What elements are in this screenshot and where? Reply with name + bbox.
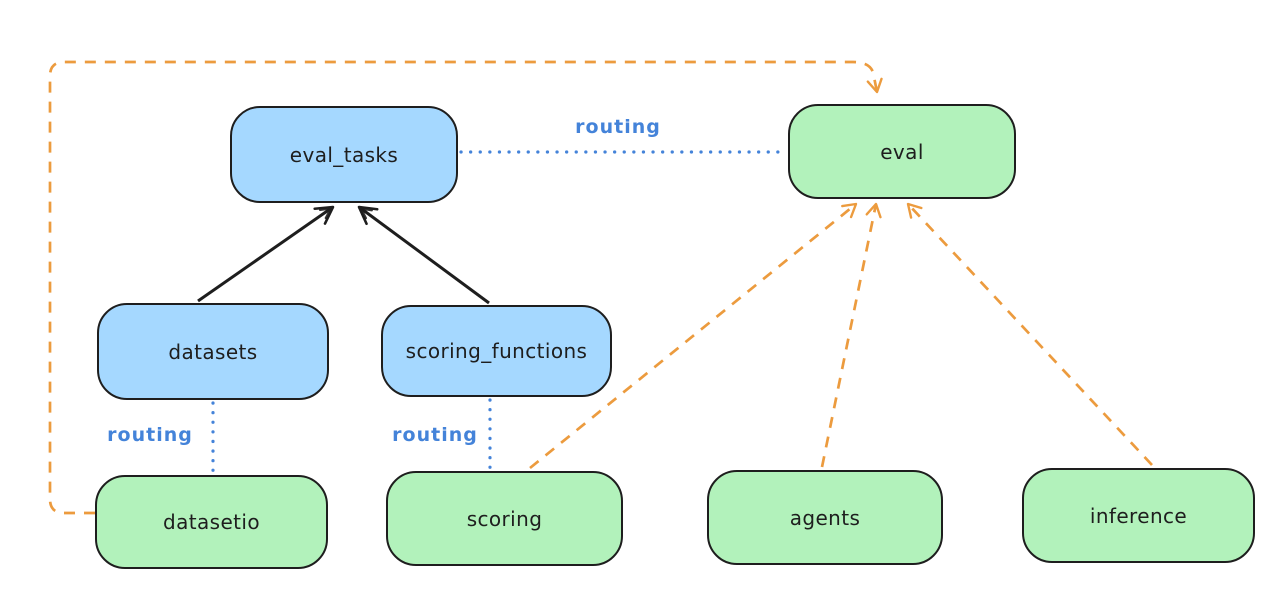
node-label: scoring_functions — [405, 339, 588, 363]
edge-scoring-to-eval — [529, 202, 858, 470]
node-label: agents — [789, 505, 861, 530]
node-label: eval_tasks — [289, 142, 399, 167]
node-eval: eval — [788, 104, 1016, 199]
node-scoring: scoring — [386, 471, 623, 566]
node-datasetio: datasetio — [95, 475, 328, 569]
node-inference: inference — [1022, 468, 1255, 563]
edge-label-routing-datasetio: routing — [107, 424, 193, 446]
edge-agents-to-eval — [820, 202, 882, 468]
node-datasets: datasets — [97, 303, 329, 400]
node-label: datasetio — [162, 510, 260, 534]
edge-inference-to-eval — [906, 202, 1153, 466]
node-label: datasets — [168, 339, 258, 364]
edge-label-routing-scoring: routing — [392, 424, 478, 446]
node-label: scoring — [466, 506, 543, 531]
node-eval-tasks: eval_tasks — [230, 106, 458, 203]
node-label: eval — [880, 139, 924, 164]
node-scoring-functions: scoring_functions — [381, 305, 612, 397]
edge-scoring-functions-to-eval-tasks — [357, 205, 490, 305]
node-label: inference — [1089, 503, 1188, 528]
node-agents: agents — [707, 470, 943, 565]
edge-datasetio-to-eval — [48, 60, 883, 515]
edge-datasets-to-eval-tasks — [197, 205, 335, 303]
edge-label-routing-top: routing — [575, 116, 661, 138]
